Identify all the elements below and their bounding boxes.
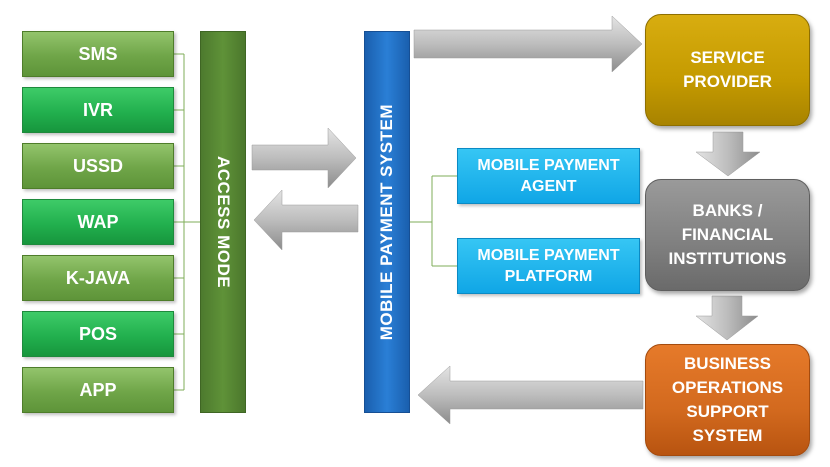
arrow-to-banks [695,131,761,177]
banks-line-2: FINANCIAL [681,225,774,244]
agent-line-1: MOBILE PAYMENT [477,157,620,174]
arrow-to-boss [695,295,759,341]
platform-line-1: MOBILE PAYMENT [477,247,620,264]
access-item-label: SMS [78,43,118,64]
agent-bracket [410,175,457,267]
access-bracket [174,53,200,391]
access-item-pos: POS [22,311,174,357]
access-item-sms: SMS [22,31,174,77]
access-item-ussd: USSD [22,143,174,189]
boss-line-4: SYSTEM [692,426,763,445]
service-provider-line-1: SERVICE [690,48,765,67]
access-item-k-java: K-JAVA [22,255,174,301]
mobile-payment-system-bar: MOBILE PAYMENT SYSTEM [364,31,410,413]
agent-line-2: AGENT [520,178,577,195]
arrow-left-to-access [253,189,359,251]
mobile-payment-agent-box: MOBILE PAYMENT AGENT [457,148,640,204]
access-item-app: APP [22,367,174,413]
access-mode-bar: ACCESS MODE [200,31,246,413]
access-item-label: WAP [77,211,119,232]
banks-line-3: INSTITUTIONS [668,249,787,268]
service-provider-box: SERVICE PROVIDER [645,14,810,126]
access-item-wap: WAP [22,199,174,245]
mobile-payment-platform-box: MOBILE PAYMENT PLATFORM [457,238,640,294]
access-item-label: APP [79,379,117,400]
access-item-label: K-JAVA [65,267,131,288]
boss-line-3: SUPPORT [686,402,769,421]
platform-line-2: PLATFORM [504,268,593,285]
boss-line-2: OPERATIONS [671,378,784,397]
banks-line-1: BANKS / [692,201,763,220]
arrow-to-mps-from-boss [417,365,644,425]
access-mode-label: ACCESS MODE [214,155,233,289]
mobile-payment-system-label: MOBILE PAYMENT SYSTEM [377,103,396,341]
boss-line-1: BUSINESS [684,354,771,373]
access-item-label: IVR [82,99,113,120]
access-item-label: USSD [72,155,123,176]
access-item-ivr: IVR [22,87,174,133]
business-operations-support-system-box: BUSINESS OPERATIONS SUPPORT SYSTEM [645,344,810,456]
banks-box: BANKS / FINANCIAL INSTITUTIONS [645,179,810,291]
service-provider-line-2: PROVIDER [683,72,772,91]
arrow-to-service-provider [413,15,643,73]
arrow-right-to-mps [251,127,357,189]
access-item-label: POS [78,323,117,344]
